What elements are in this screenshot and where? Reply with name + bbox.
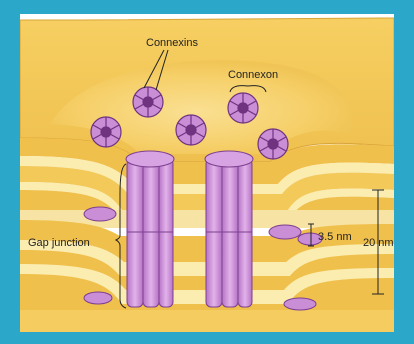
label-gap-junction: Gap junction [28,237,90,249]
connexon-channel-left [126,151,174,307]
connexon-rosette [91,117,121,147]
connexon-rosette [228,93,258,123]
label-gap-width: 3.5 nm [318,231,352,243]
label-connexon: Connexon [228,69,278,81]
diagram-panel: Connexins Connexon Gap junction 3.5 nm 2… [20,14,394,332]
label-total-width: 20 nm [363,237,394,249]
gap-junction-diagram: Connexins Connexon Gap junction 3.5 nm 2… [20,14,394,332]
connexon-rosette [176,115,206,145]
connexon-rosette [258,129,288,159]
connexon-channel-right [205,151,253,307]
label-connexins: Connexins [146,37,198,49]
connexon-rosette [133,87,163,117]
